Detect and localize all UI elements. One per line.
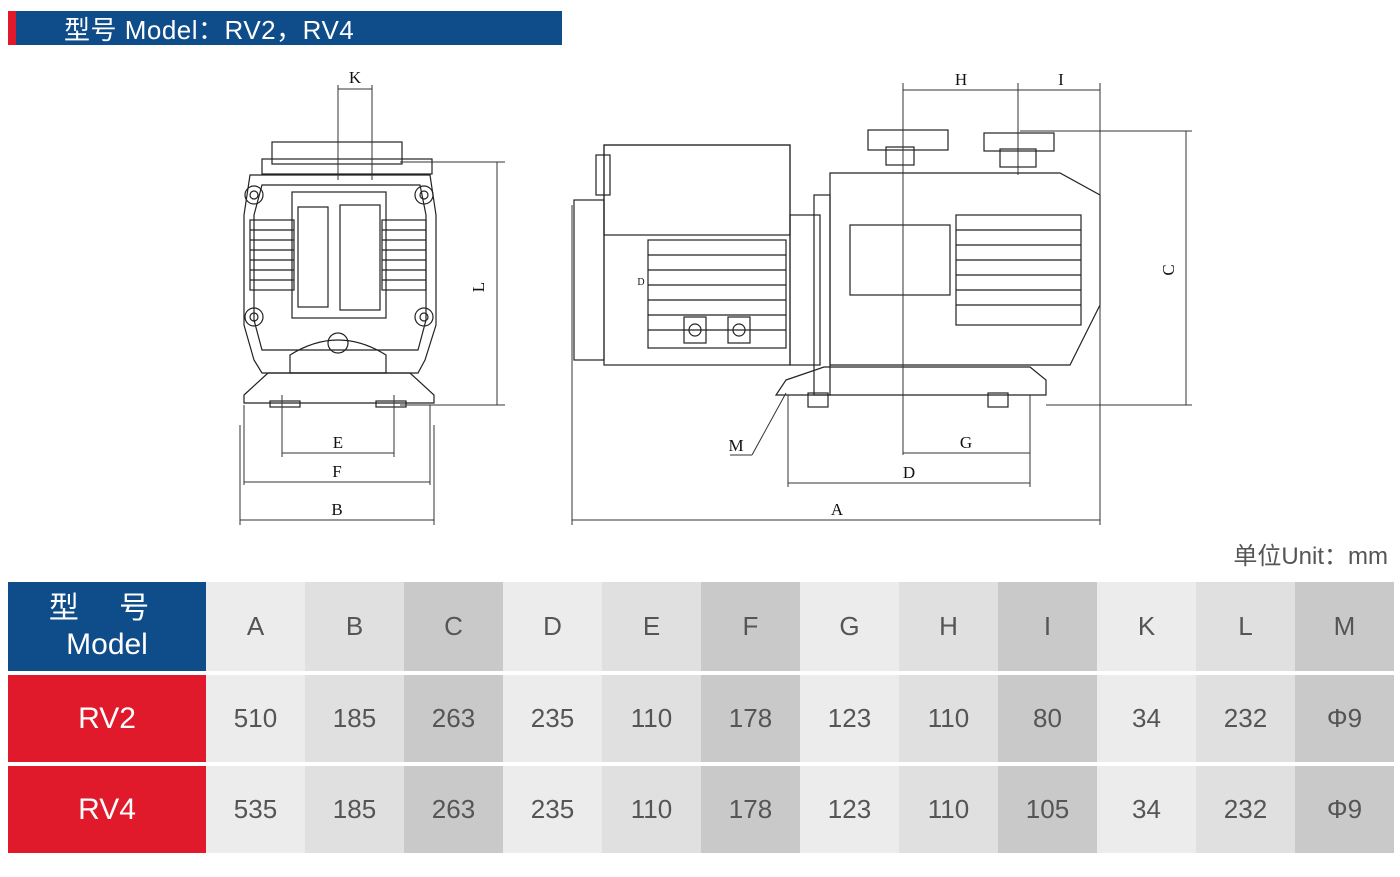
model-header-cn: 型 号	[48, 591, 166, 625]
table-cell: 235	[503, 762, 602, 853]
col-header: M	[1295, 582, 1394, 671]
table-cell: 110	[602, 762, 701, 853]
table-cell: 110	[899, 762, 998, 853]
table-cell: Φ9	[1295, 671, 1394, 762]
dim-label-G: G	[960, 433, 972, 452]
table-cell: 34	[1097, 671, 1196, 762]
model-cell: RV2	[8, 671, 206, 762]
table-cell: 263	[404, 762, 503, 853]
table-cell: 510	[206, 671, 305, 762]
table-cell: 110	[602, 671, 701, 762]
model-header: 型 号 Model	[8, 582, 206, 671]
front-view	[243, 141, 437, 408]
dim-label-H: H	[955, 70, 967, 89]
table-cell: 235	[503, 671, 602, 762]
col-header: L	[1196, 582, 1295, 671]
table-cell: 110	[899, 671, 998, 762]
title-bar: 型号 Model：RV2，RV4	[8, 11, 562, 45]
table-cell: 34	[1097, 762, 1196, 853]
page-title: 型号 Model：RV2，RV4	[64, 14, 355, 45]
dim-label-K: K	[349, 68, 362, 87]
dim-label-D: D	[903, 463, 915, 482]
table-cell: 123	[800, 671, 899, 762]
technical-drawing: K L E F B H I C M G D A D	[239, 68, 1192, 525]
table-cell: Φ9	[1295, 762, 1394, 853]
dim-label-A: A	[831, 500, 844, 519]
dim-label-I: I	[1058, 70, 1064, 89]
table-row: RV2 510 185 263 235 110 178 123 110 80 3…	[8, 671, 1394, 762]
col-header: D	[503, 582, 602, 671]
unit-label: 单位Unit：mm	[1233, 543, 1388, 570]
col-header: H	[899, 582, 998, 671]
model-header-en: Model	[66, 627, 148, 661]
col-header: F	[701, 582, 800, 671]
table-cell: 105	[998, 762, 1097, 853]
table-cell: 178	[701, 762, 800, 853]
table-row: RV4 535 185 263 235 110 178 123 110 105 …	[8, 762, 1394, 853]
side-view	[573, 129, 1101, 408]
dim-label-L: L	[469, 282, 488, 292]
col-header: K	[1097, 582, 1196, 671]
table-cell: 80	[998, 671, 1097, 762]
table-cell: 535	[206, 762, 305, 853]
dim-label-C: C	[1159, 264, 1178, 275]
table-cell: 185	[305, 671, 404, 762]
title-accent	[8, 11, 16, 45]
col-header: C	[404, 582, 503, 671]
table-cell: 178	[701, 671, 800, 762]
table-header-row: 型 号 Model A B C D E F G H I K L M	[8, 582, 1394, 671]
col-header: B	[305, 582, 404, 671]
table-cell: 123	[800, 762, 899, 853]
dim-label-E: E	[333, 433, 343, 452]
col-header: A	[206, 582, 305, 671]
dim-label-B: B	[331, 500, 342, 519]
dim-label-M: M	[728, 436, 743, 455]
model-cell: RV4	[8, 762, 206, 853]
table-cell: 232	[1196, 671, 1295, 762]
col-header: I	[998, 582, 1097, 671]
dim-label-F: F	[332, 462, 341, 481]
motor-marking: D	[637, 277, 644, 288]
table-cell: 232	[1196, 762, 1295, 853]
table-cell: 185	[305, 762, 404, 853]
col-header: E	[602, 582, 701, 671]
col-header: G	[800, 582, 899, 671]
table-cell: 263	[404, 671, 503, 762]
spec-table: 型 号 Model A B C D E F G H I K L M RV2 51…	[8, 582, 1394, 853]
